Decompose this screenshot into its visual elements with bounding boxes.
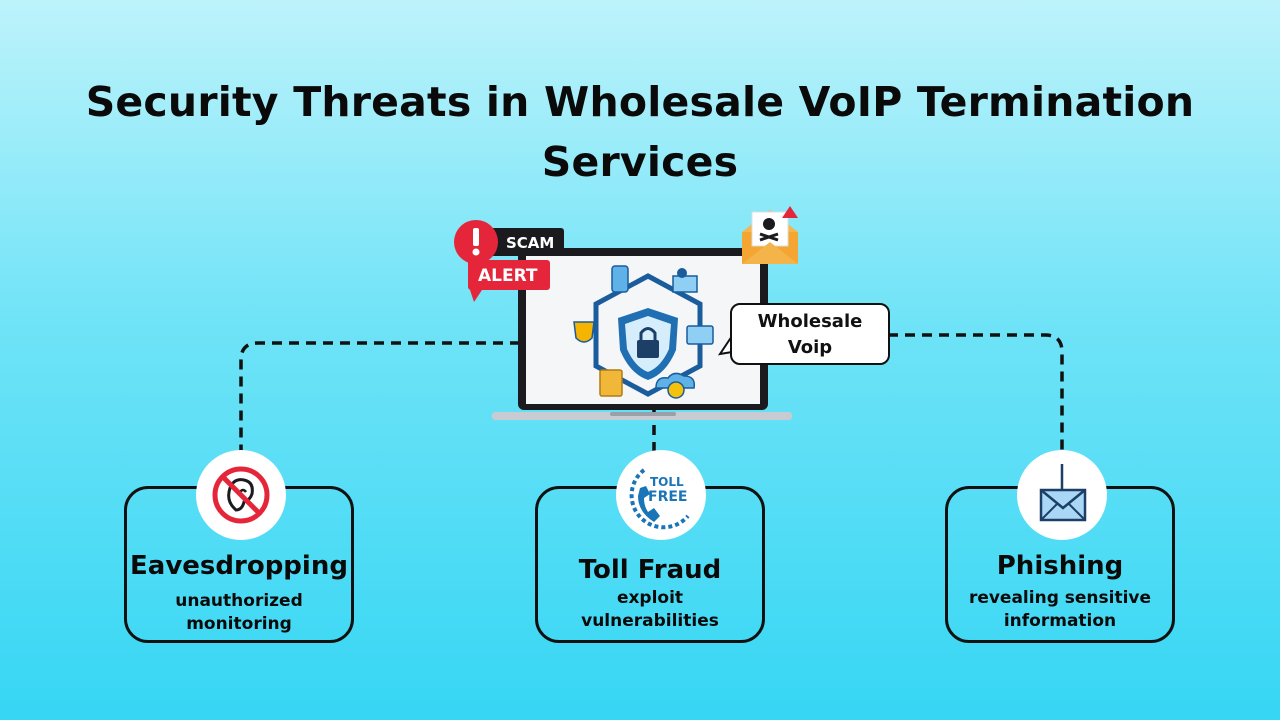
phone-node-icon <box>611 265 629 293</box>
title-line-2: Services <box>541 138 739 186</box>
threat-desc-line-2: vulnerabilities <box>581 611 719 631</box>
page-title: Security Threats in Wholesale VoIP Termi… <box>60 72 1220 192</box>
threat-desc-line-1: unauthorized <box>175 591 303 611</box>
threat-title: Toll Fraud <box>578 555 722 585</box>
badge-node-icon <box>573 321 595 343</box>
mail-node-icon <box>672 275 698 293</box>
no-eavesdropping-icon <box>196 450 286 540</box>
threat-title: Phishing <box>996 551 1124 581</box>
free-text: FREE <box>648 489 687 505</box>
title-line-1: Security Threats in Wholesale VoIP Termi… <box>85 78 1195 126</box>
laptop-illustration <box>492 248 792 420</box>
threat-desc-line-1: exploit <box>616 588 684 608</box>
phishing-email-icon <box>1017 450 1107 540</box>
threat-desc-line-1: revealing sensitive <box>968 588 1152 608</box>
network-hexagon <box>593 273 703 397</box>
cloud-node-icon <box>655 372 696 389</box>
server-node-icon <box>599 369 623 397</box>
scam-label: SCAM <box>506 234 554 252</box>
threat-description: revealing sensitive information <box>958 587 1162 633</box>
folder-node-icon <box>686 325 714 345</box>
scam-alert-badge: SCAM ALERT <box>454 220 564 302</box>
wholesale-voip-callout: Wholesale Voip <box>730 303 890 365</box>
callout-line-1: Wholesale <box>757 311 863 332</box>
key-node-icon <box>677 268 687 278</box>
threat-desc-line-2: monitoring <box>186 614 292 634</box>
alert-label: ALERT <box>478 266 538 286</box>
toll-text: TOLL <box>650 475 684 489</box>
threat-description: unauthorized monitoring <box>137 590 341 636</box>
threat-description: exploit vulnerabilities <box>548 587 752 633</box>
skull-envelope-icon <box>742 206 798 264</box>
threat-desc-line-2: information <box>1003 611 1117 631</box>
threat-card-eavesdropping: Eavesdropping unauthorized monitoring <box>124 486 354 643</box>
threat-title: Eavesdropping <box>130 551 348 581</box>
threat-card-toll-fraud: Toll Fraud exploit vulnerabilities <box>535 486 765 643</box>
shield-lock-icon <box>618 308 678 380</box>
toll-free-phone-icon: TOLL FREE <box>616 450 706 540</box>
callout-line-2: Voip <box>787 337 833 358</box>
